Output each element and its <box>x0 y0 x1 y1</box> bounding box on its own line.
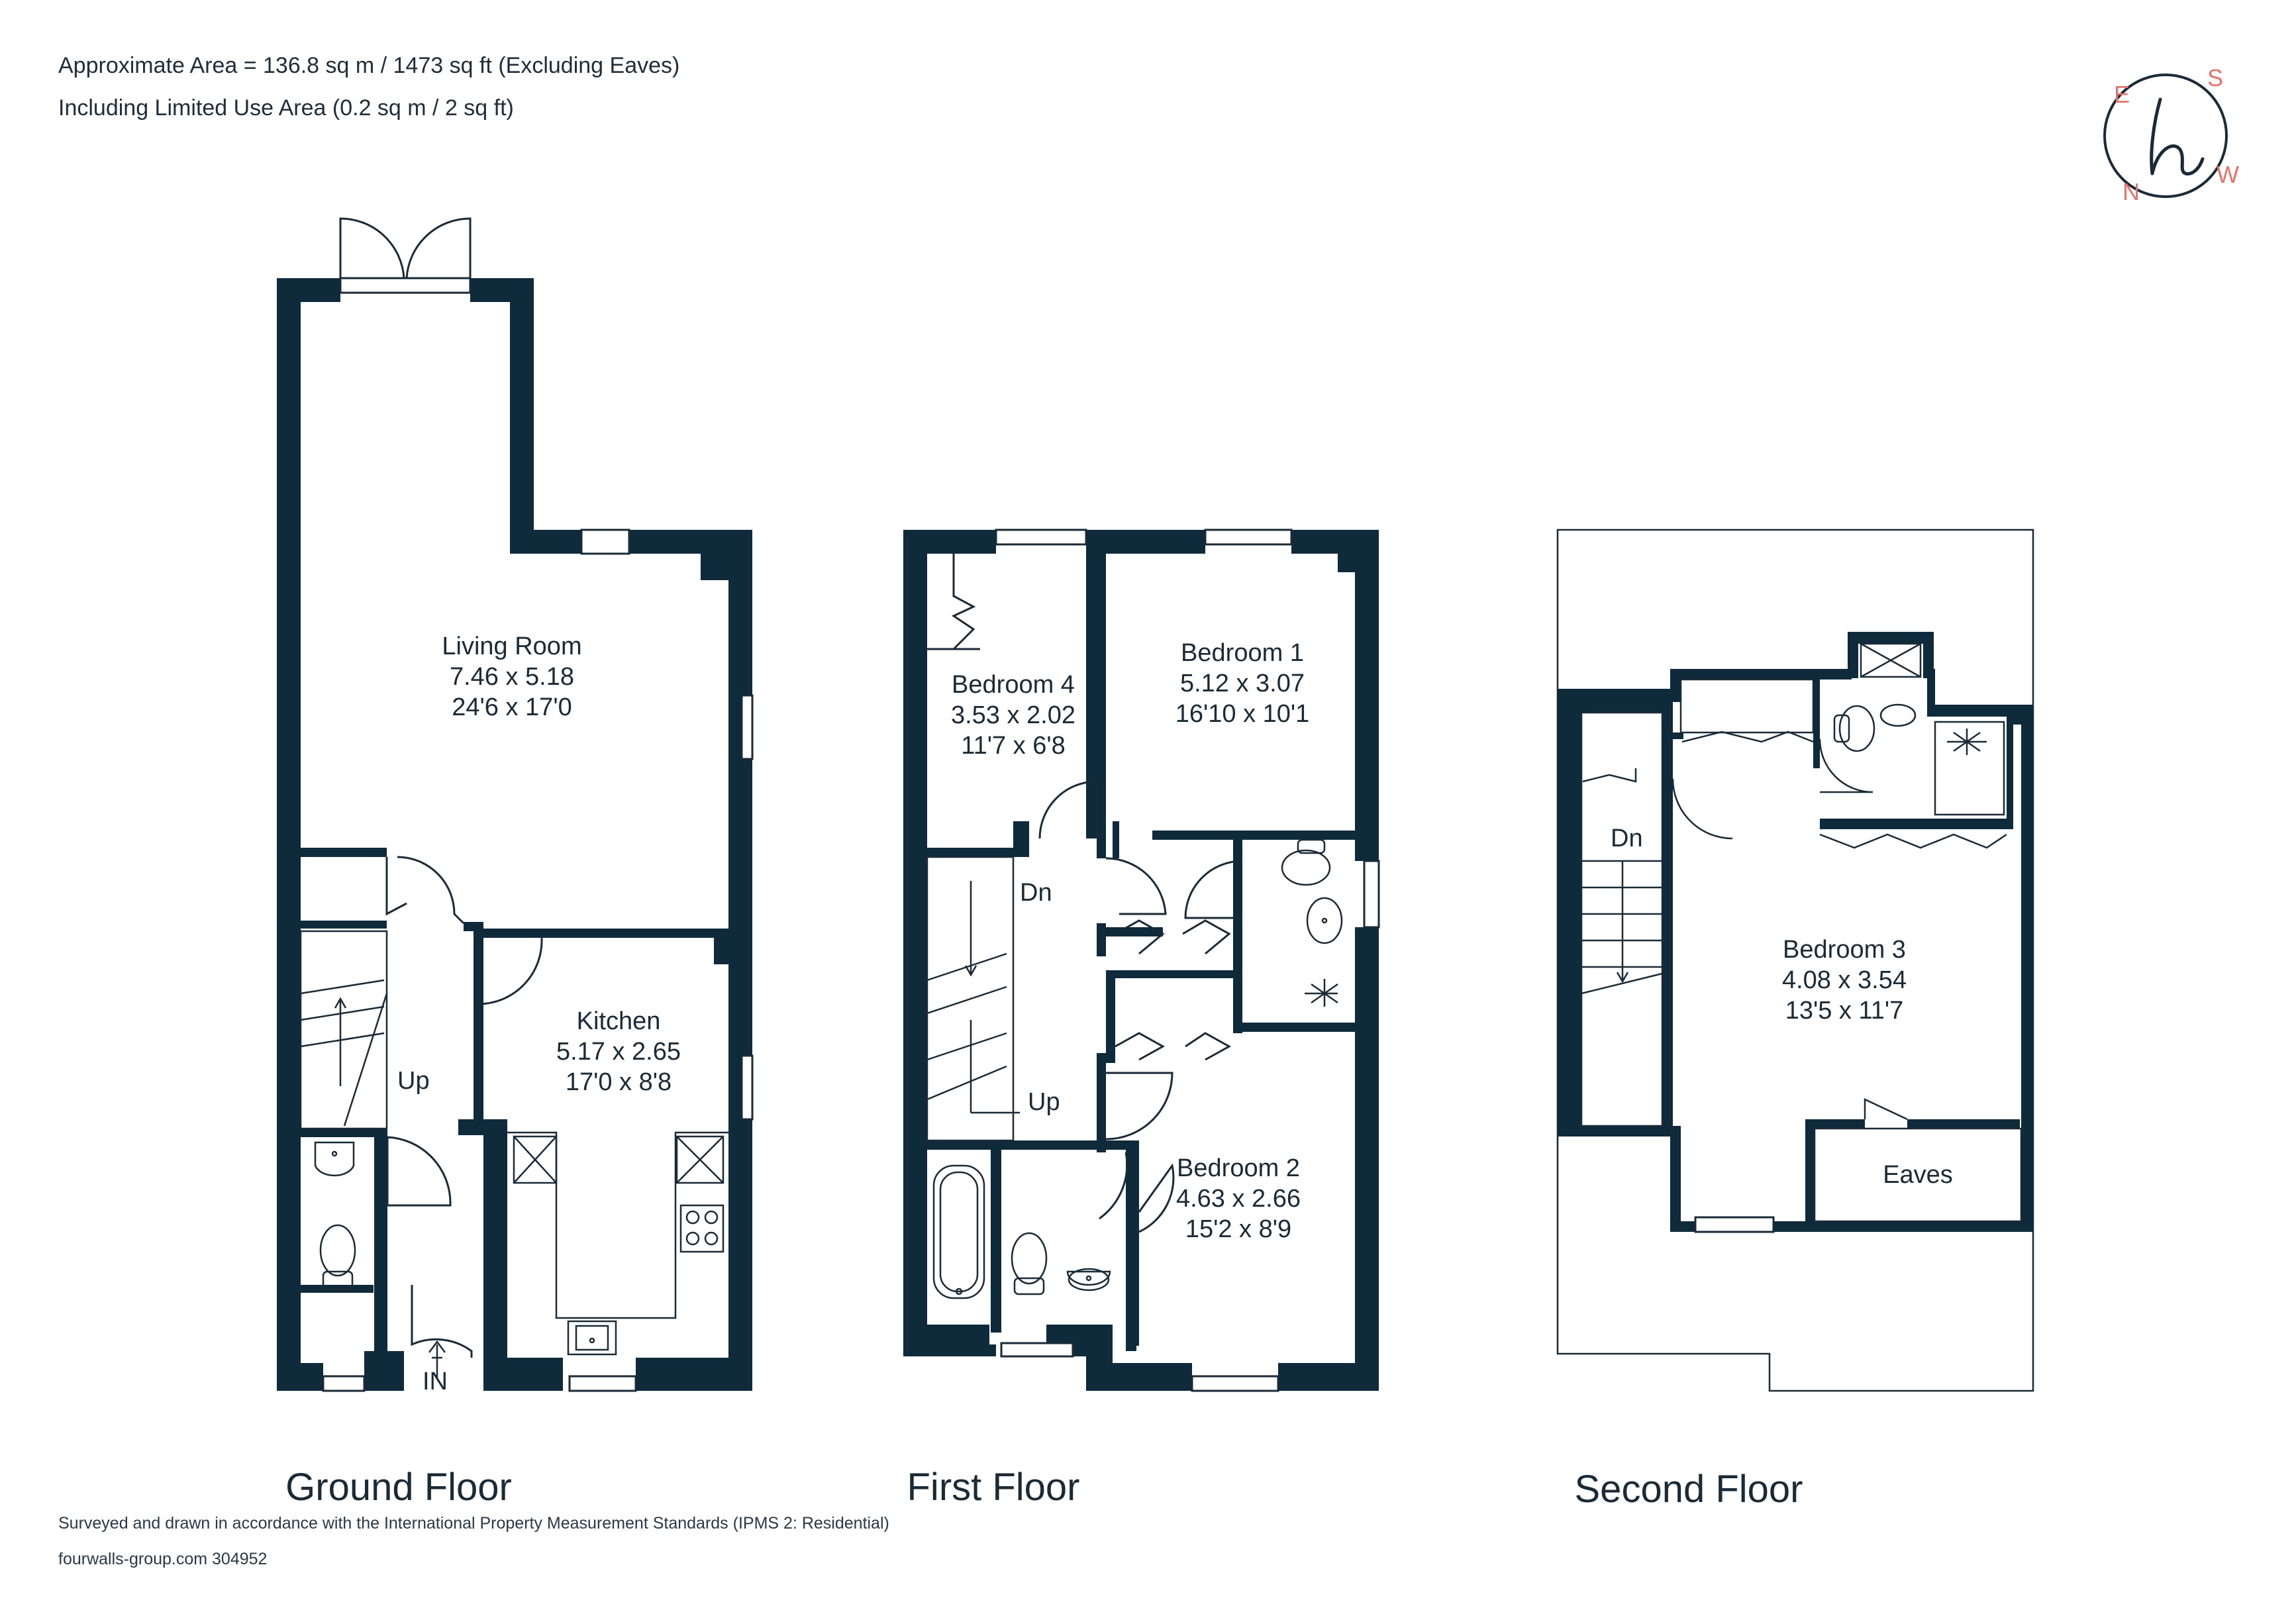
survey-statement: Surveyed and drawn in accordance with th… <box>58 1514 889 1533</box>
logo-glyph-icon <box>2150 97 2205 176</box>
bedroom1-metric: 5.12 x 3.07 <box>1180 670 1305 697</box>
bedroom4-imperial: 11'7 x 6'8 <box>961 732 1065 760</box>
compass-s: S <box>2207 64 2223 91</box>
ground-walls <box>277 278 752 1391</box>
bedroom2-imperial: 15'2 x 8'9 <box>1185 1215 1291 1243</box>
kitchen-imperial: 17'0 x 8'8 <box>566 1068 672 1096</box>
area-summary: Approximate Area = 136.8 sq m / 1473 sq … <box>58 53 680 78</box>
living-room-imperial: 24'6 x 17'0 <box>452 693 572 721</box>
bedroom4-name: Bedroom 4 <box>952 671 1075 699</box>
kitchen-metric: 5.17 x 2.65 <box>556 1038 681 1066</box>
first-walls <box>903 530 1379 1391</box>
ground-floor-plan: Living Room 7.46 x 5.18 24'6 x 17'0 Kitc… <box>277 217 754 1509</box>
eaves-label: Eaves <box>1883 1161 1953 1189</box>
first-stairs-down: Dn <box>1020 879 1052 907</box>
second-floor-title: Second Floor <box>1575 1468 1803 1511</box>
compass-logo: E S N W <box>2103 64 2239 205</box>
bedroom1-name: Bedroom 1 <box>1181 639 1304 667</box>
bedroom3-name: Bedroom 3 <box>1783 936 1906 964</box>
kitchen-name: Kitchen <box>577 1007 661 1035</box>
bedroom1-imperial: 16'10 x 10'1 <box>1175 700 1310 728</box>
compass-ring <box>2103 74 2228 198</box>
limited-use-area: Including Limited Use Area (0.2 sq m / 2… <box>58 95 514 121</box>
ground-stairs-up: Up <box>397 1067 430 1095</box>
compass-e: E <box>2114 81 2130 108</box>
entrance-label: IN <box>423 1368 448 1395</box>
company-reference: fourwalls-group.com 304952 <box>58 1550 268 1568</box>
second-stairs-down: Dn <box>1611 825 1643 852</box>
living-room-name: Living Room <box>442 632 581 660</box>
bedroom3-metric: 4.08 x 3.54 <box>1782 966 1907 994</box>
first-stairs-up: Up <box>1028 1088 1060 1116</box>
compass-n: N <box>2122 178 2140 205</box>
bedroom2-name: Bedroom 2 <box>1177 1154 1300 1182</box>
bedroom3-imperial: 13'5 x 11'7 <box>1785 997 1904 1025</box>
first-floor-title: First Floor <box>907 1466 1080 1509</box>
second-floor-plan: Bedroom 3 4.08 x 3.54 13'5 x 11'7 Eaves … <box>1556 529 2034 1511</box>
living-room-metric: 7.46 x 5.18 <box>450 663 574 691</box>
bedroom4-metric: 3.53 x 2.02 <box>951 701 1075 729</box>
first-floor-plan: Bedroom 4 3.53 x 2.02 11'7 x 6'8 Bedroom… <box>903 529 1380 1509</box>
bedroom2-metric: 4.63 x 2.66 <box>1176 1185 1301 1213</box>
compass-w: W <box>2217 161 2239 188</box>
ground-floor-title: Ground Floor <box>285 1466 512 1509</box>
entrance-arrow-icon <box>428 1340 446 1378</box>
